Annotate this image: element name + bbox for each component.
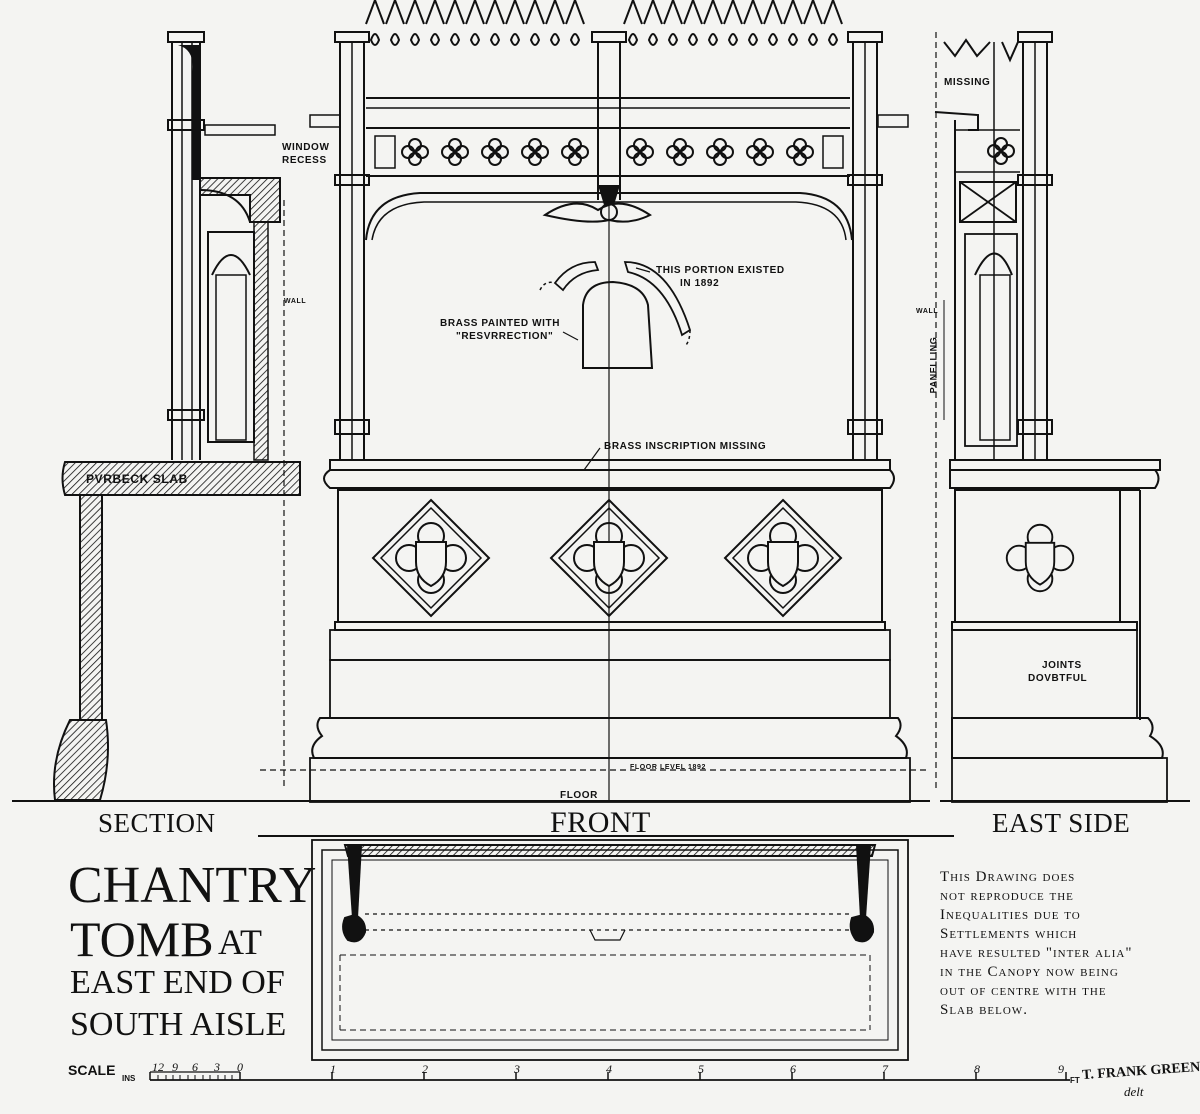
scale-ft-tick: 2 [422,1062,428,1076]
remark-line: Slab below. [940,1002,1028,1018]
title-line-3: EAST END OF [70,964,285,1001]
scale-inch-tick: 0 [237,1060,243,1074]
scale-ft-tick: 1 [330,1062,336,1076]
note-brass-painted: BRASS PAINTED WITH [440,318,561,329]
scale-inch-tick: 6 [192,1060,198,1074]
note-panelling: PANELLING [928,336,939,394]
remark-line: out of centre with the [940,983,1107,999]
note-floor: FLOOR [560,790,598,801]
scale-label: SCALE [68,1062,116,1078]
scale-ft-tick: 3 [514,1062,520,1076]
title-line-2: TOMB [70,911,214,967]
east-side-title: EAST SIDE [992,808,1131,838]
scale-ft-tick: 9 [1058,1062,1064,1076]
note-purbeck-slab: PVRBECK SLAB [86,472,188,486]
note-in-1892: IN 1892 [680,278,720,289]
note-wall-right: WALL [916,308,939,315]
note-floor-level: FLOOR LEVEL 1892 [630,764,706,771]
note-portion-existed: THIS PORTION EXISTED [656,265,785,276]
scale-ft-tick: 7 [882,1062,888,1076]
note-brass-inscription: BRASS INSCRIPTION MISSING [604,441,767,452]
front-title: FRONT [550,806,651,839]
scale-bar [149,1071,1070,1081]
section-view [12,31,301,802]
title-line-2b: AT [218,922,262,962]
scale-ft-tick: 8 [974,1062,980,1076]
note-doubtful: DOVBTFUL [1028,673,1088,684]
signature-delt: delt [1124,1084,1144,1099]
section-title: SECTION [98,808,216,838]
note-window: WINDOW [282,142,330,153]
note-joints: JOINTS [1042,660,1082,671]
note-missing: MISSING [944,77,991,88]
remark-line: in the Canopy now being [940,964,1119,980]
title-line-4: SOUTH AISLE [70,1006,287,1043]
scale-inch-tick: 9 [172,1060,178,1074]
remark-line: not reproduce the [940,888,1074,904]
scale-ins-label: INS [122,1074,136,1083]
title-line-1: CHANTRY [68,857,317,914]
scale-inch-tick: 12 [152,1060,164,1074]
note-recess: RECESS [282,155,327,166]
remark-line: have resulted "inter alia" [940,945,1133,961]
scale-ft-tick: 6 [790,1062,796,1076]
plan-view [258,835,954,1061]
east-side-view [934,31,1190,803]
scale-ft-label: FT [1070,1076,1080,1085]
scale-inch-tick: 3 [214,1060,220,1074]
scale-ft-tick: 4 [606,1062,612,1076]
remark-line: Inequalities due to [940,907,1081,923]
note-wall-left: WALL [284,298,307,305]
remark-line: Settlements which [940,926,1078,942]
note-resurrection: "RESVRRECTION" [456,331,554,342]
remark-line: This Drawing does [940,869,1076,885]
scale-ft-tick: 5 [698,1062,704,1076]
front-view [250,0,930,803]
remark-block: This Drawing does not reproduce the Ineq… [940,868,1133,1020]
